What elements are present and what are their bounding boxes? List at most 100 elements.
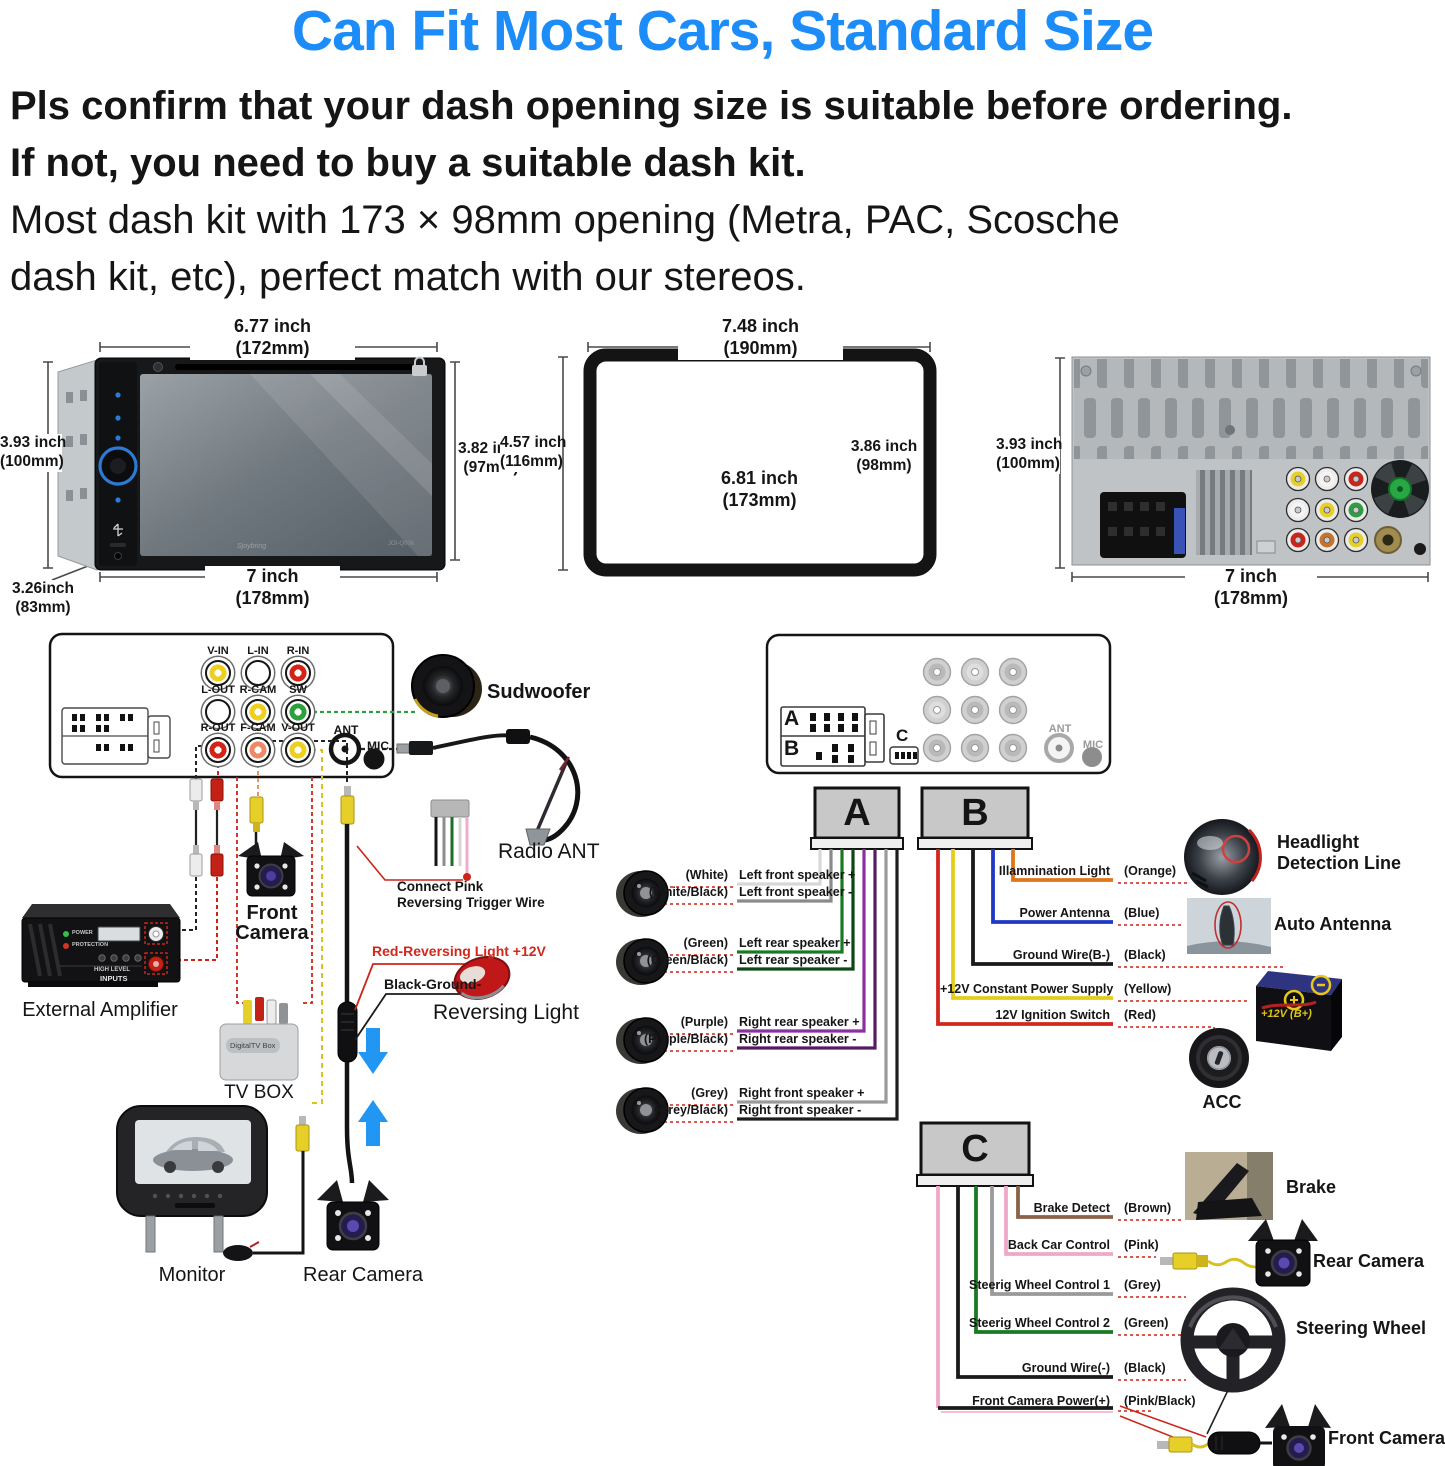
rear-camera-icon-right [1248, 1219, 1318, 1287]
jack-l-in [245, 660, 271, 686]
harness-b-wires [936, 849, 1286, 1040]
monitor-icon [116, 1105, 268, 1253]
red-reversing-label: Red-Reversing Light +12V [372, 943, 546, 959]
tv-box-label: TV BOX [224, 1082, 294, 1103]
b-wire-label-3: +12V Constant Power Supply [940, 982, 1114, 996]
auto-antenna-icon [1187, 898, 1271, 954]
a-wire-color-1: (White/Black) [648, 885, 728, 899]
connect-pink-label-1: Connect Pink [397, 879, 484, 894]
arrow-up-icon [358, 1100, 388, 1146]
battery-voltage-label: +12V (B+) [1261, 1008, 1312, 1020]
c-wire-label-2: Steerig Wheel Control 1 [969, 1278, 1110, 1292]
brake-icon [1185, 1152, 1273, 1220]
c-wire-color-0: (Brown) [1124, 1201, 1172, 1215]
amp-high-level-label: HIGH LEVEL [94, 967, 131, 973]
header-line-3: Most dash kit with 173 × 98mm opening (M… [10, 198, 1120, 242]
radio-ant-label: Radio ANT [498, 840, 600, 863]
rear-height-left-dim: 3.93 inch(100mm) [996, 436, 1063, 474]
b-wire-color-1: (Blue) [1124, 906, 1160, 920]
steering-wheel-icon [1180, 1287, 1286, 1393]
a-wire-color-5: (Purple/Black) [643, 1032, 728, 1046]
front-depth-dim: 3.26inch(83mm) [6, 580, 80, 618]
jack-r-out [205, 737, 231, 763]
monitor-label: Monitor [158, 1264, 226, 1286]
c-wire-color-1: (Pink) [1124, 1238, 1159, 1252]
right-panel-art [765, 633, 1112, 775]
jack-label-v-in: V-IN [207, 645, 229, 657]
front-width-bottom-dim: 7 inch(178mm) [205, 566, 340, 610]
auto-antenna-label: Auto Antenna [1274, 914, 1392, 934]
jack-f-cam [245, 737, 271, 763]
jack-v-in [205, 660, 231, 686]
a-wire-color-3: (Green/Black) [646, 953, 728, 967]
a-wire-color-0: (White) [685, 868, 728, 882]
jack-v-out [285, 737, 311, 763]
c-wire-label-1: Back Car Control [1007, 1238, 1110, 1252]
c-wire-label-0: Brake Detect [1033, 1201, 1110, 1215]
front-camera-assembly-right [1157, 1404, 1331, 1466]
jack-label-l-in: L-IN [247, 645, 269, 657]
a-wire-color-7: (Grey/Black) [654, 1103, 728, 1117]
b-wire-label-2: Ground Wire(B-) [1012, 948, 1110, 962]
jack-label-l-out: L-OUT [201, 684, 235, 696]
mic-label-right: MIC [1082, 739, 1104, 751]
page-title: Can Fit Most Cars, Standard Size [291, 0, 1154, 63]
rear-camera-plug-icon [1160, 1252, 1257, 1270]
c-wire-color-3: (Green) [1124, 1316, 1169, 1330]
b-wire-color-0: (Orange) [1124, 864, 1177, 878]
iso-row-a-label: A [784, 707, 800, 730]
a-wire-label-7: Right front speaker - [739, 1103, 862, 1117]
c-wire-label-4: Ground Wire(-) [1021, 1361, 1110, 1375]
right-images-art [1157, 819, 1342, 1466]
a-wire-label-3: Left rear speaker - [739, 953, 848, 967]
header-line-4: dash kit, etc), perfect match with our s… [10, 255, 806, 299]
connector-blocks [810, 786, 1034, 1187]
front-width-top-dim: 6.77 inch(172mm) [190, 316, 355, 360]
headlight-label-1: Headlight [1277, 832, 1360, 852]
jack-label-f-cam: F-CAM [240, 722, 276, 734]
amp-inputs-label: INPUTS [100, 974, 128, 983]
c-wire-color-5: (Pink/Black) [1124, 1394, 1196, 1408]
mic-label-left: MIC [367, 739, 389, 753]
b-wire-label-0: Illamnination Light [998, 864, 1110, 878]
steering-wheel-label: Steering Wheel [1296, 1318, 1427, 1338]
frame-width-top-dim: 7.48 inch(190mm) [678, 316, 843, 360]
jack-label-sw: SW [289, 684, 307, 696]
brake-label: Brake [1286, 1177, 1337, 1197]
ant-label-left: ANT [333, 723, 359, 737]
front-camera-label-2: Camera [235, 922, 309, 944]
a-wire-label-0: Left front speaker + [739, 868, 856, 882]
black-ground-label: Black-Ground- [384, 976, 482, 992]
frame-height-left-dim: 4.57 inch(116mm) [500, 434, 567, 472]
harness-a-wires [664, 849, 899, 1123]
a-wire-color-6: (Grey) [691, 1086, 728, 1100]
a-wire-label-5: Right rear speaker - [739, 1032, 857, 1046]
left-wiring-art [21, 654, 581, 1261]
headlight-icon [1184, 819, 1262, 895]
external-amplifier-label: External Amplifier [22, 999, 178, 1021]
block-c-label: C [961, 1128, 989, 1170]
a-wire-label-1: Left front speaker - [739, 885, 853, 899]
arrow-down-icon [358, 1028, 388, 1074]
model-text: JOI-Q006 [388, 541, 415, 547]
jack-r-cam [245, 699, 271, 725]
reversing-light-icon [453, 956, 511, 1000]
stereo-front-view-art [57, 356, 446, 571]
rear-width-bottom-dim: 7 inch(178mm) [1185, 566, 1317, 610]
subwoofer-icon [411, 654, 482, 718]
front-height-left-dim: 3.93 inch(100mm) [0, 434, 67, 472]
a-wire-label-2: Left rear speaker + [739, 936, 851, 950]
subwoofer-label: Sudwoofer [487, 681, 591, 703]
c-wire-label-3: Steerig Wheel Control 2 [969, 1316, 1110, 1330]
connect-pink-label-2: Reversing Trigger Wire [397, 895, 545, 910]
b-wire-label-1: Power Antenna [1019, 906, 1110, 920]
frame-inner-height-dim: 3.86 inch(98mm) [845, 438, 923, 476]
jack-label-r-cam: R-CAM [239, 684, 277, 696]
c-wire-label-5: Front Camera Power(+) [972, 1394, 1110, 1408]
acc-ignition-icon [1189, 1028, 1249, 1088]
jack-r-in [285, 660, 311, 686]
header-line-1: Pls confirm that your dash opening size … [10, 84, 1293, 128]
header-line-2: If not, you need to buy a suitable dash … [10, 141, 806, 185]
b-wire-color-4: (Red) [1124, 1008, 1156, 1022]
